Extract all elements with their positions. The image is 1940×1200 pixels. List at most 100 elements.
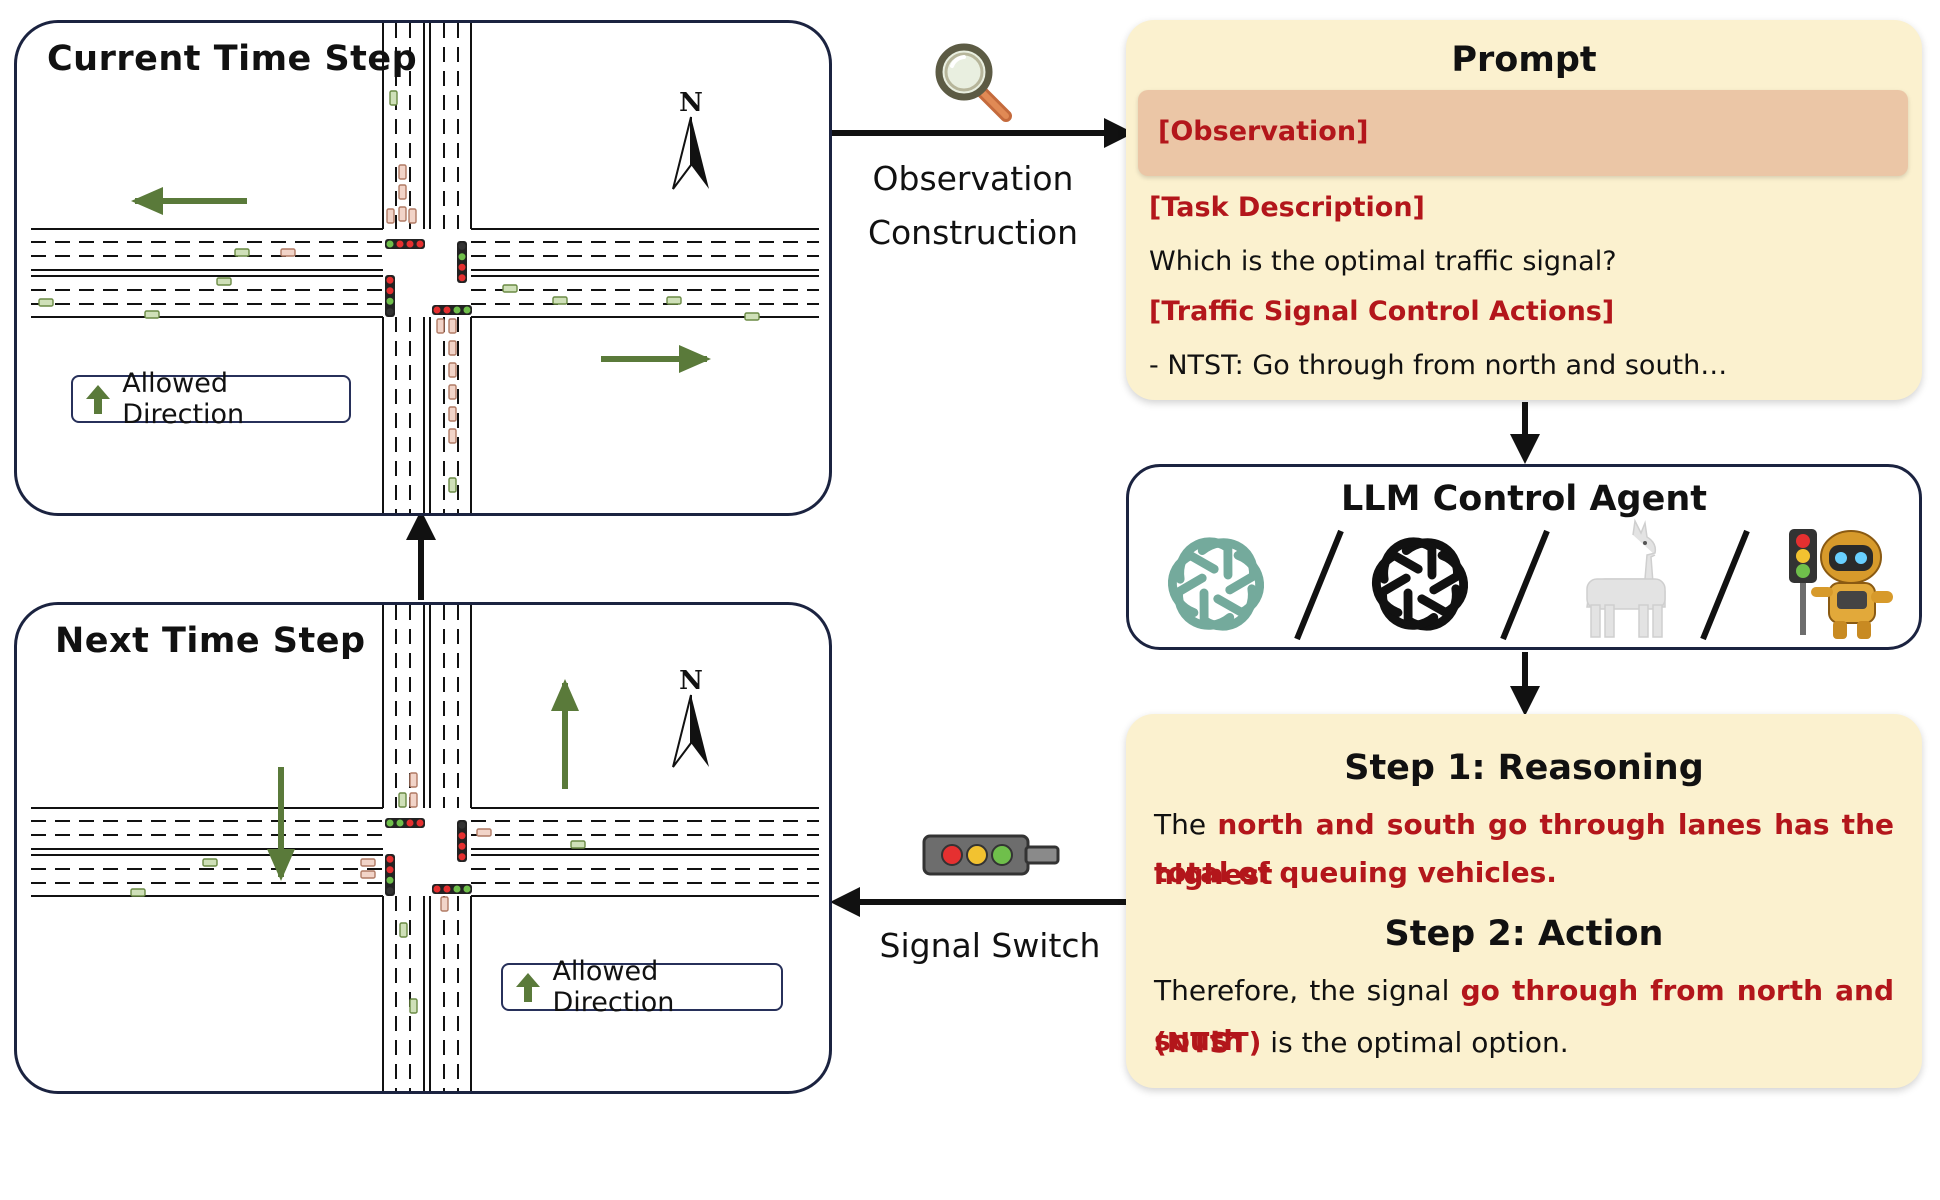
traffic-robot-icon <box>1789 529 1893 639</box>
vehicle <box>409 772 418 788</box>
signal-lamp <box>386 876 394 884</box>
step2-text-line2: (NTST) is the optimal option. <box>1154 1018 1894 1068</box>
vehicle <box>144 310 160 319</box>
vehicle <box>202 858 218 867</box>
actions-heading: [Traffic Signal Control Actions] <box>1149 296 1615 327</box>
vehicle <box>398 206 407 222</box>
prompt-title: Prompt <box>1451 40 1597 80</box>
arrow-head-icon <box>679 345 711 373</box>
signal-lamp <box>416 240 424 248</box>
up-arrow-icon <box>86 385 110 414</box>
step1-title: Step 1: Reasoning <box>1344 748 1704 788</box>
vehicle <box>386 208 395 224</box>
signal-switch-label: Signal Switch <box>879 926 1101 965</box>
current-panel-title: Current Time Step <box>47 39 418 79</box>
step2-title: Step 2: Action <box>1384 914 1664 954</box>
signal-lamp <box>386 308 394 316</box>
vehicle <box>398 164 407 180</box>
next-panel-title: Next Time Step <box>55 621 366 661</box>
task-description-heading: [Task Description] <box>1149 192 1425 223</box>
observation-bar: [Observation] <box>1138 90 1908 176</box>
step1-prefix: The <box>1154 808 1218 841</box>
signal-lamp <box>386 887 394 895</box>
signal-lamp <box>463 306 471 314</box>
chatgpt-green-logo-icon <box>1168 537 1264 631</box>
traffic-signal <box>457 241 467 283</box>
compass-icon <box>691 695 709 767</box>
allowed-direction-legend: Allowed Direction <box>501 956 783 1018</box>
vehicle <box>448 384 457 400</box>
vehicle <box>476 828 492 837</box>
signal-lamp <box>386 297 394 305</box>
step2-highlight: (NTST) <box>1154 1026 1262 1059</box>
signal-lamp <box>406 240 414 248</box>
signal-lamp <box>458 263 466 271</box>
vehicle <box>744 312 760 321</box>
signal-lamp <box>458 842 466 850</box>
step2-prefix: Therefore, the signal <box>1154 974 1461 1007</box>
compass-north-label: N <box>679 666 703 696</box>
vehicle <box>409 792 418 808</box>
magnifier-icon <box>935 43 1012 122</box>
up-arrow-icon <box>516 973 540 1002</box>
current-time-step-panel: N Current Time Step Allowed Direction <box>14 20 832 516</box>
vehicle <box>38 298 54 307</box>
step2-highlight: go through from north and south <box>1154 974 1894 1057</box>
step1-highlight: north and south go through lanes has the… <box>1154 808 1894 891</box>
vehicle <box>409 998 418 1014</box>
vehicle <box>448 362 457 378</box>
llama-icon <box>1586 518 1666 638</box>
vehicle <box>570 840 586 849</box>
vehicle <box>436 318 445 334</box>
next-intersection-map: N <box>31 605 819 1091</box>
legend-label: Allowed Direction <box>122 368 245 430</box>
vehicle <box>408 208 417 224</box>
agent-title: LLM Control Agent <box>1340 479 1707 519</box>
arrow-head-icon <box>267 849 295 881</box>
vehicle <box>440 896 449 912</box>
step1-text-line2: total of queuing vehicles. <box>1154 848 1894 898</box>
signal-lamp <box>458 253 466 261</box>
compass-icon <box>691 117 709 189</box>
signal-lamp <box>443 885 451 893</box>
compass-icon <box>672 116 692 190</box>
vehicle <box>398 184 407 200</box>
llm-control-agent-box: LLM Control Agent <box>1126 464 1922 650</box>
vehicle <box>448 406 457 422</box>
step1-highlight: total of queuing vehicles. <box>1154 856 1557 889</box>
vehicle <box>234 248 250 257</box>
vehicle <box>502 284 518 293</box>
signal-lamp <box>386 287 394 295</box>
vehicle <box>552 296 568 305</box>
signal-lamp <box>458 853 466 861</box>
current-intersection-map: N <box>31 23 819 513</box>
compass-north-label: N <box>679 88 703 118</box>
signal-lamp <box>396 240 404 248</box>
signal-lamp <box>443 306 451 314</box>
vehicle <box>399 922 408 938</box>
next-time-step-panel: N Next Time Step Allowed Direction <box>14 602 832 1094</box>
signal-lamp <box>386 276 394 284</box>
separator-slash <box>1294 529 1344 641</box>
signal-lamp <box>396 819 404 827</box>
traffic-signal <box>432 305 472 315</box>
signal-lamp <box>416 819 424 827</box>
label-line: Construction <box>867 213 1079 252</box>
signal-lamp <box>458 821 466 829</box>
signal-lamp <box>406 819 414 827</box>
traffic-signal <box>385 239 425 249</box>
traffic-signal <box>385 818 425 828</box>
allowed-direction-legend: Allowed Direction <box>71 368 351 430</box>
signal-lamp <box>458 832 466 840</box>
signal-lamp <box>386 819 394 827</box>
vehicle <box>216 277 232 286</box>
signal-lamp <box>386 855 394 863</box>
observation-tag: [Observation] <box>1158 116 1369 147</box>
vehicle <box>666 296 682 305</box>
legend-label: Allowed Direction <box>552 956 675 1018</box>
vehicle <box>448 477 457 493</box>
step1-text-line1: The north and south go through lanes has… <box>1154 800 1894 900</box>
separator-slash <box>1700 529 1750 641</box>
signal-lamp <box>458 242 466 250</box>
signal-lamp <box>433 885 441 893</box>
